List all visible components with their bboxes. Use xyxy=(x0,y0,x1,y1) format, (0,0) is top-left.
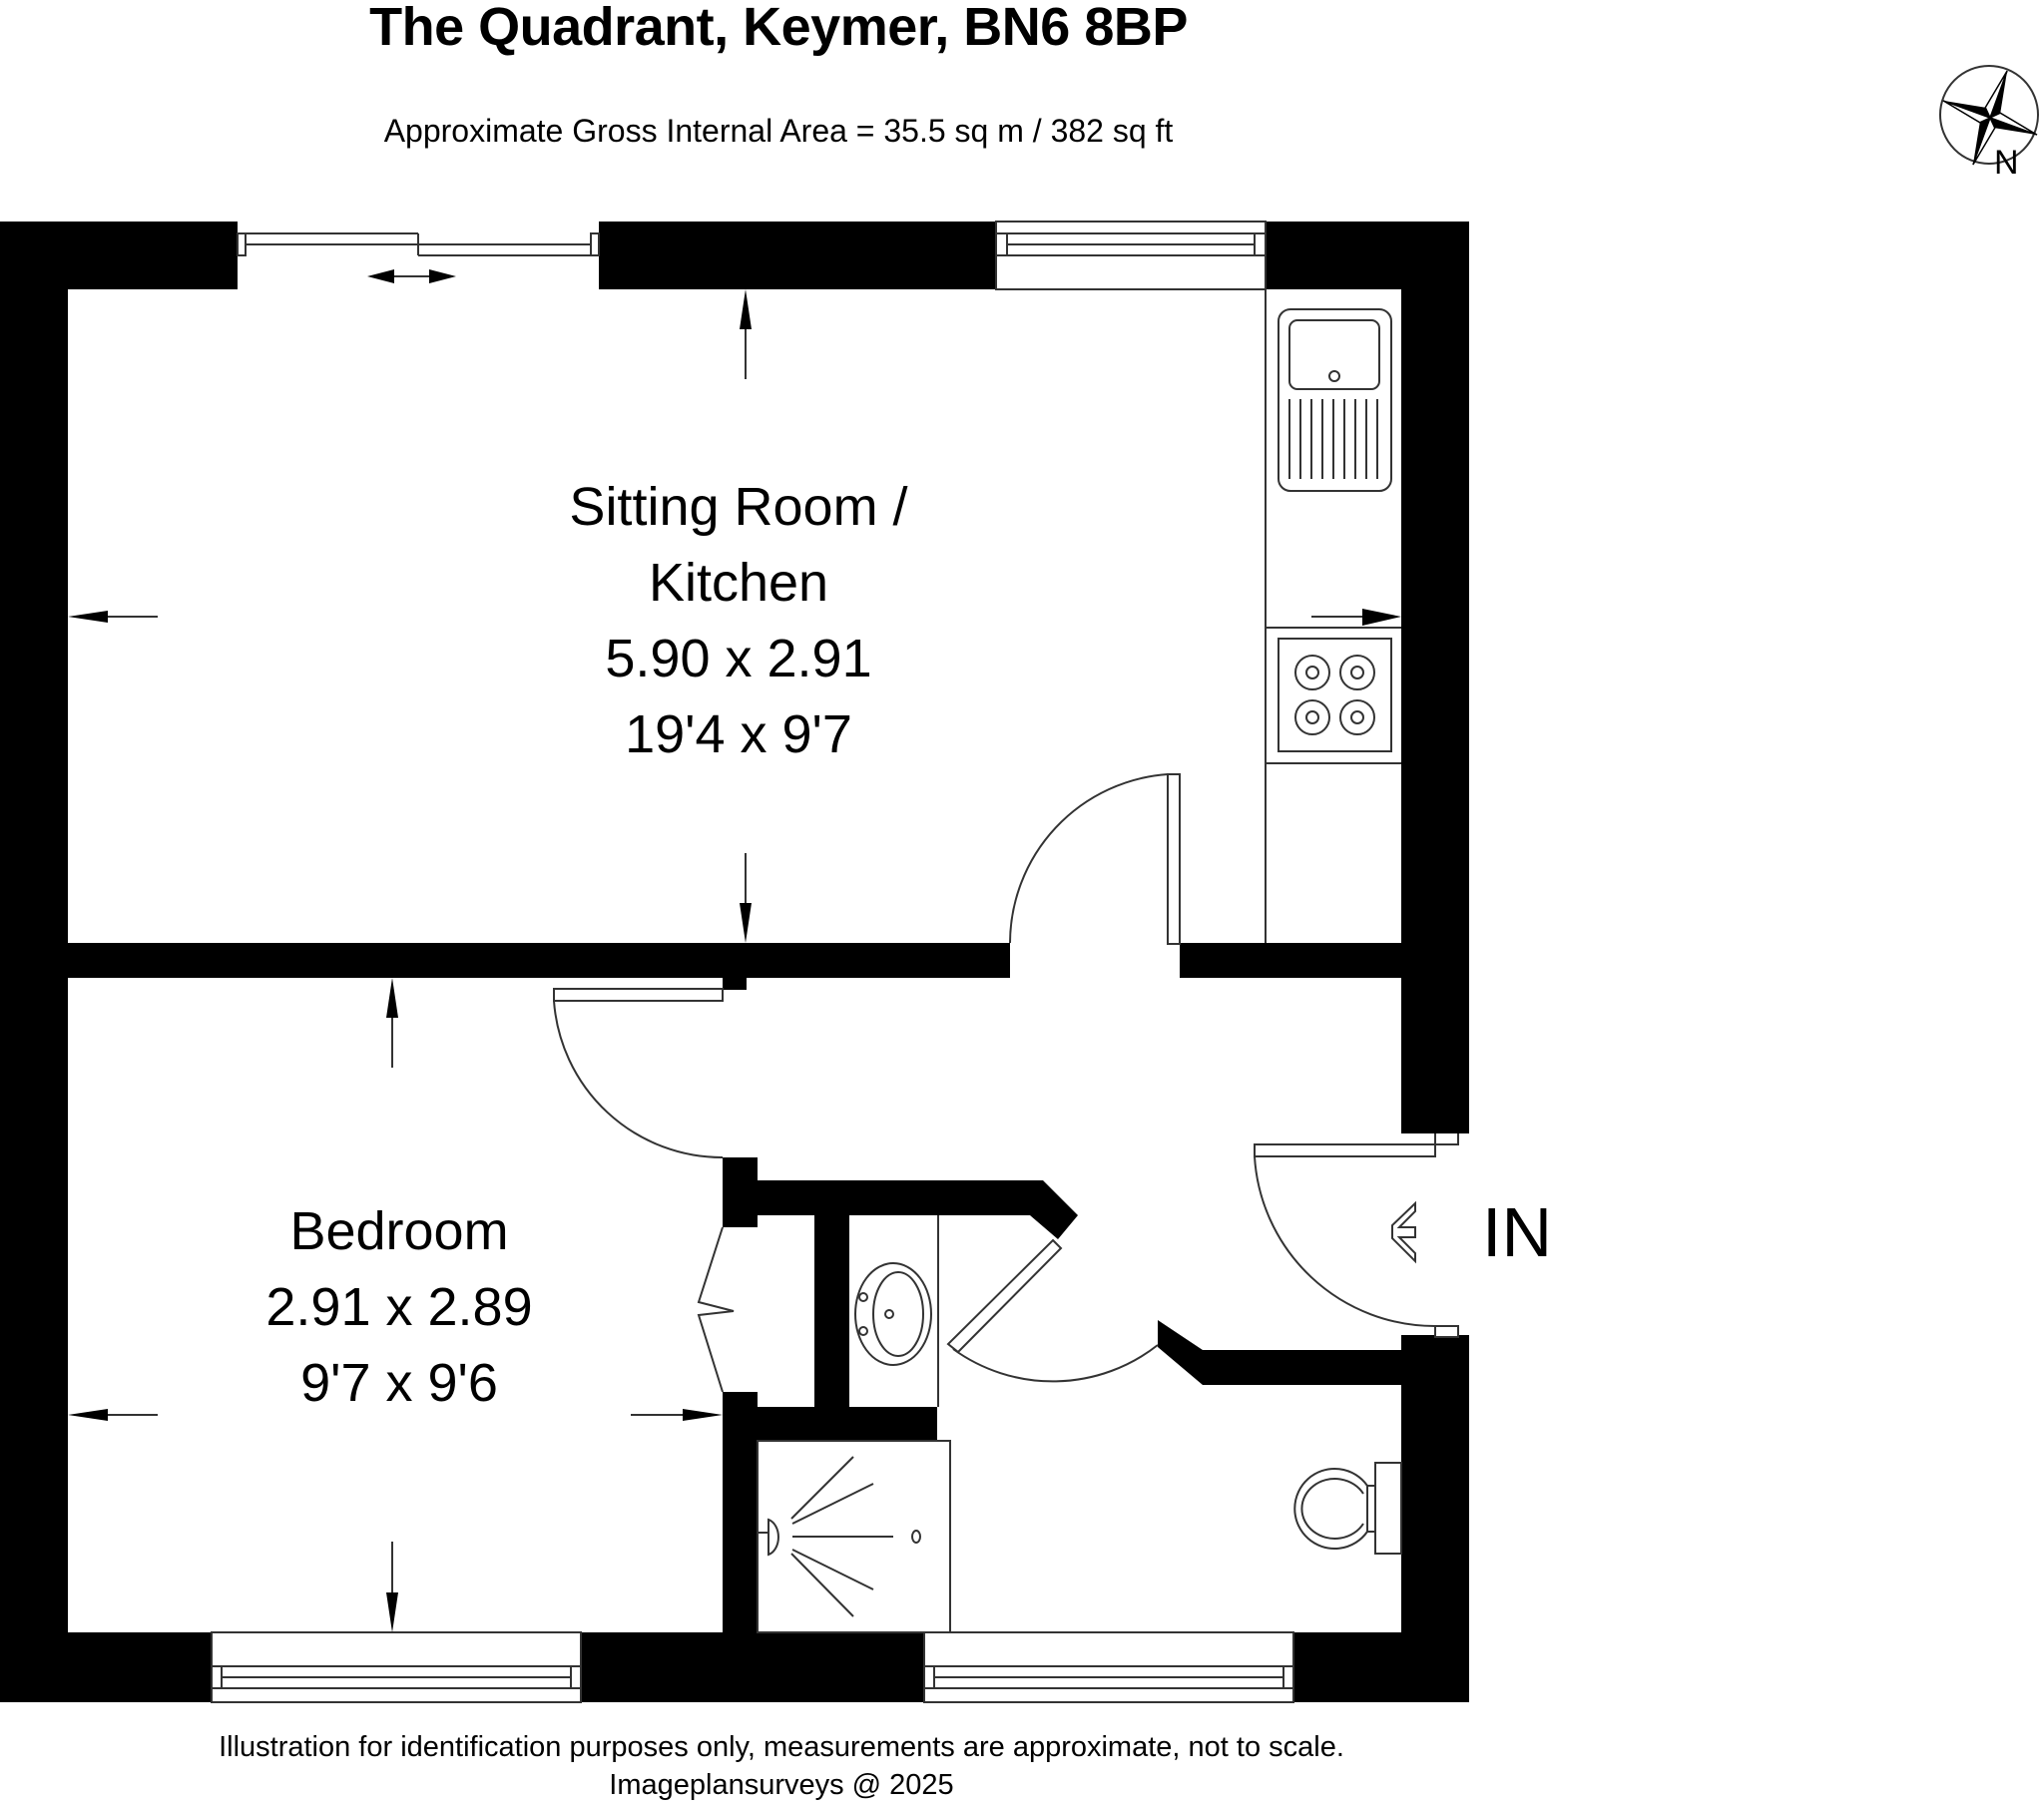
toilet-icon xyxy=(1293,1462,1402,1555)
doors xyxy=(553,773,1459,1393)
credit-text: Imageplansurveys @ 2025 xyxy=(609,1769,954,1801)
window-bedroom xyxy=(211,1631,582,1703)
bathroom-fixtures xyxy=(757,1215,1402,1633)
window-top xyxy=(995,221,1267,290)
room-metric-dimensions: 2.91 x 2.89 xyxy=(265,1277,533,1337)
compass-north-label: N xyxy=(1994,144,2019,182)
room-name: Sitting Room / xyxy=(569,477,908,537)
room-label-sitting-room: Sitting Room / Kitchen 5.90 x 2.91 19'4 … xyxy=(479,469,998,772)
hob-icon xyxy=(1278,638,1392,752)
room-metric-dimensions: 5.90 x 2.91 xyxy=(605,629,872,688)
sliding-door xyxy=(237,232,600,256)
room-label-bedroom: Bedroom 2.91 x 2.89 9'7 x 9'6 xyxy=(200,1193,599,1421)
shower-icon xyxy=(757,1440,951,1633)
dimension-arrows xyxy=(68,269,752,1632)
entrance-arrow-icon xyxy=(1391,1200,1416,1264)
page-title: The Quadrant, Keymer, BN6 8BP xyxy=(369,0,1188,57)
disclaimer-text: Illustration for identification purposes… xyxy=(219,1731,1344,1763)
windows xyxy=(211,221,1294,1703)
room-imperial-dimensions: 9'7 x 9'6 xyxy=(300,1353,498,1413)
room-name: Bedroom xyxy=(289,1201,509,1261)
room-name-line2: Kitchen xyxy=(648,553,829,613)
kitchen-sink-icon xyxy=(1278,308,1392,492)
room-imperial-dimensions: 19'4 x 9'7 xyxy=(625,704,852,764)
compass-rose-icon xyxy=(1939,65,2039,166)
entrance-label: IN xyxy=(1482,1193,1552,1271)
kitchen-units xyxy=(1265,289,1401,943)
wash-basin-icon xyxy=(854,1262,932,1366)
walls xyxy=(0,222,1469,1702)
gross-area-subtitle: Approximate Gross Internal Area = 35.5 s… xyxy=(383,113,1174,149)
window-bathroom xyxy=(923,1631,1294,1703)
